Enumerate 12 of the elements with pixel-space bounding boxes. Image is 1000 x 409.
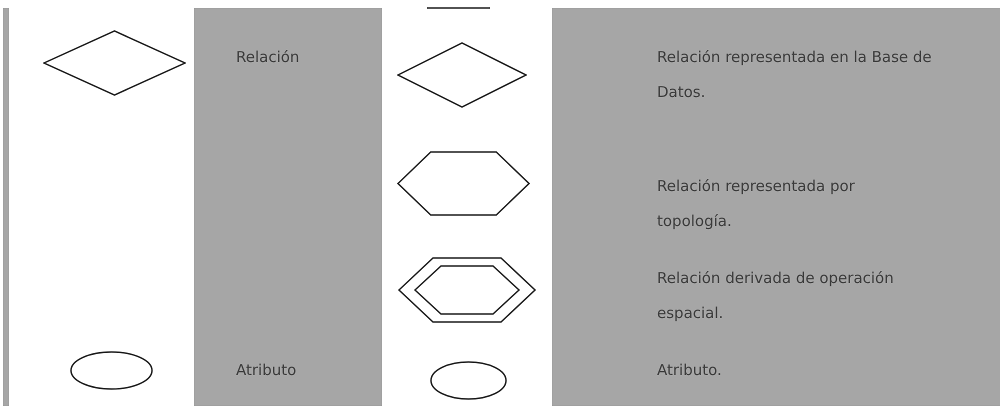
symbol-description: Atributo bbox=[236, 360, 298, 381]
symbol-description: Relación representada por topología. bbox=[657, 176, 856, 232]
diamond-symbol bbox=[43, 30, 186, 96]
diamond-symbol bbox=[397, 42, 527, 108]
symbol-description: Relación representada en la Base de Datos. bbox=[657, 47, 933, 103]
hexagon-symbol bbox=[397, 151, 530, 216]
symbol-description: Atributo. bbox=[657, 360, 723, 381]
ellipse-symbol bbox=[70, 351, 153, 390]
double-hexagon-symbol bbox=[398, 257, 536, 323]
symbol-description: Relación derivada de operación espacial. bbox=[657, 268, 895, 324]
ellipse-symbol bbox=[430, 361, 507, 400]
symbol-description: Relación bbox=[236, 47, 300, 68]
